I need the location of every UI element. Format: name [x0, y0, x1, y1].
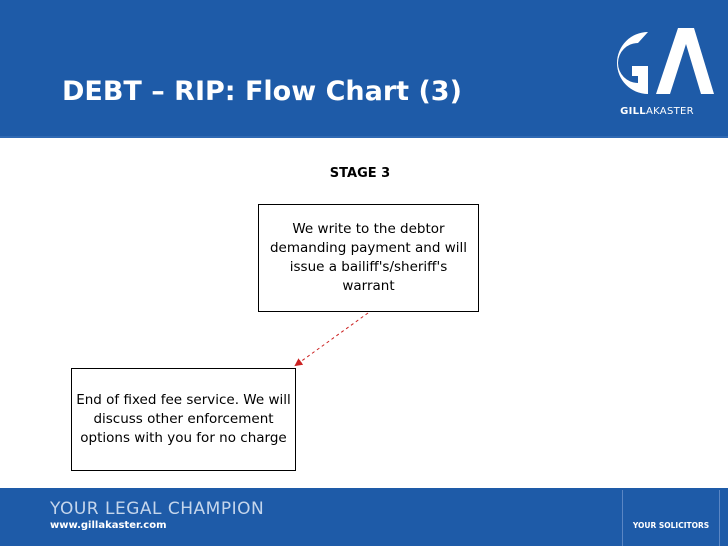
- flow-step-2-text: End of fixed fee service. We will discus…: [76, 392, 291, 446]
- footer-tagline: YOUR LEGAL CHAMPION: [50, 499, 265, 519]
- ga-logo-icon: [617, 28, 714, 94]
- flow-step-1: We write to the debtor demanding payment…: [258, 204, 479, 312]
- connector-arrow: [294, 312, 369, 367]
- company-logo: GILLAKASTER: [598, 22, 716, 130]
- logo-name-bold: GILL: [620, 106, 646, 117]
- footer-website-link[interactable]: www.gillakaster.com: [50, 520, 167, 531]
- header-divider: [0, 136, 728, 138]
- logo-name-rest: AKASTER: [645, 106, 694, 117]
- footer-badge-frame: [622, 490, 720, 546]
- slide-title: DEBT – RIP: Flow Chart (3): [62, 76, 462, 107]
- stage-label: STAGE 3: [329, 166, 391, 181]
- flow-step-2: End of fixed fee service. We will discus…: [71, 368, 296, 471]
- header-bar: [0, 0, 728, 136]
- footer-solicitors-label: YOUR SOLICITORS: [632, 521, 710, 530]
- flow-step-1-text: We write to the debtor demanding payment…: [269, 221, 467, 294]
- footer-bar: [0, 488, 728, 546]
- logo-wordmark: GILLAKASTER: [598, 106, 716, 117]
